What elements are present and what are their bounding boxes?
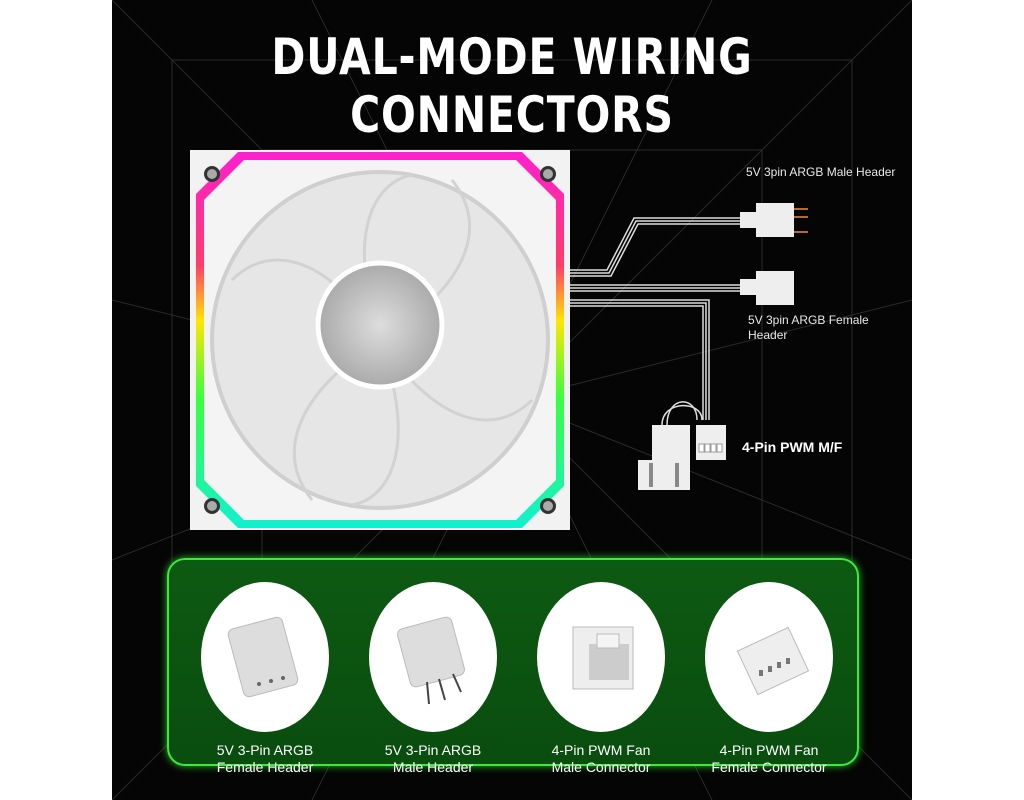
fan [190, 150, 570, 530]
connector-label-line2: Female Connector [711, 759, 827, 775]
pwm-male-connector-photo [537, 582, 665, 732]
argb-male-header-photo [369, 582, 497, 732]
callout-pwm: 4-Pin PWM M/F [742, 439, 843, 455]
argb-female-header-connector [740, 271, 794, 305]
connector-label-line2: Male Header [392, 759, 474, 775]
pwm-female-connector-photo [705, 582, 833, 732]
product-infographic: DUAL-MODE WIRING CONNECTORS [112, 0, 912, 800]
connector-label-line2: Female Header [216, 759, 314, 775]
connector-label-line1: 4-Pin PWM Fan [551, 742, 651, 758]
page-title: DUAL-MODE WIRING CONNECTORS [271, 28, 753, 144]
callout-argb-male: 5V 3pin ARGB Male Header [746, 165, 896, 179]
connector-label-line1: 5V 3-Pin ARGB [216, 742, 314, 758]
callout-argb-female: 5V 3pin ARGB Female Header [748, 313, 869, 342]
connector-label-line1: 5V 3-Pin ARGB [384, 742, 482, 758]
argb-female-header-photo [201, 582, 329, 732]
fan-diagram [190, 150, 808, 530]
connector-label-line1: 4-Pin PWM Fan [719, 742, 819, 758]
cables [570, 217, 744, 426]
connector-label-line2: Male Connector [551, 759, 651, 775]
pwm-connectors [638, 425, 726, 490]
argb-male-header-connector [740, 203, 808, 237]
